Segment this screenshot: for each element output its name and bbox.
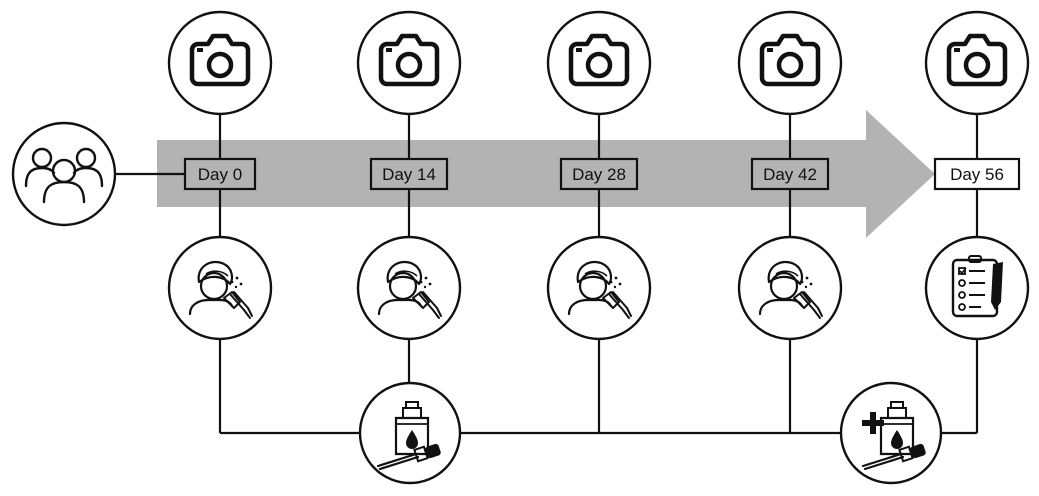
day-column: Day 0 <box>167 10 273 341</box>
day-column: Day 42 <box>737 10 843 341</box>
day-columns: Day 0 Day 14 Day 28 Day 42 Day 56 <box>167 10 1030 341</box>
day-column: Day 28 <box>546 10 652 341</box>
photo-node <box>924 10 1030 116</box>
day-column: Day 56 <box>924 10 1030 341</box>
photo-node <box>167 10 273 116</box>
day-label: Day 0 <box>198 165 242 184</box>
visit-node <box>356 235 462 341</box>
day-label: Day 56 <box>950 165 1004 184</box>
visit-node <box>546 235 652 341</box>
day-label-box <box>369 157 449 191</box>
visit-node <box>737 235 843 341</box>
visit-node <box>924 235 1030 341</box>
added-product-node <box>839 381 943 485</box>
timeline-arrow <box>157 110 935 238</box>
day-label-box <box>750 157 830 191</box>
day-column: Day 14 <box>356 10 462 341</box>
day-label: Day 14 <box>382 165 436 184</box>
day-label-box <box>933 157 1021 191</box>
participants-node <box>11 121 186 227</box>
photo-node <box>737 10 843 116</box>
visit-node <box>167 235 273 341</box>
photo-node <box>546 10 652 116</box>
plus-icon <box>862 412 884 434</box>
day-label-box <box>183 157 257 191</box>
product-connector-lines <box>218 340 979 435</box>
day-label: Day 42 <box>763 165 817 184</box>
day-label: Day 28 <box>572 165 626 184</box>
day-label-box <box>559 157 639 191</box>
photo-node <box>356 10 462 116</box>
product-node <box>358 381 462 485</box>
